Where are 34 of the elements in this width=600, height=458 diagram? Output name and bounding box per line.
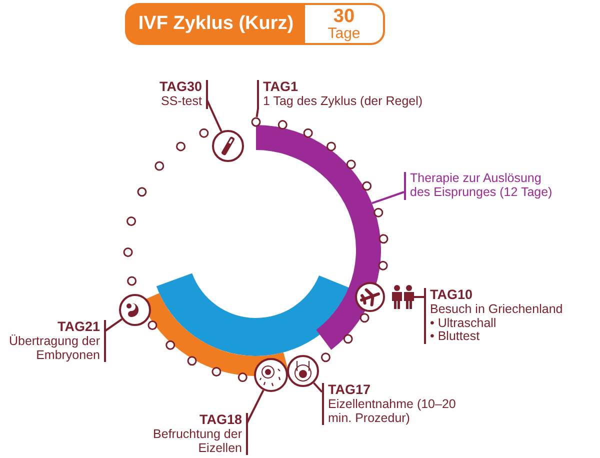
day-heading: TAG21 (56, 320, 100, 334)
day-heading: TAG18 (198, 413, 242, 428)
leader-line (256, 108, 259, 118)
event-text: 1 Tag des Zyklus (der Regel) (263, 94, 424, 109)
leader-line (246, 390, 264, 424)
day-heading: TAG1 (263, 80, 300, 95)
day-heading: TAG10 (430, 288, 474, 303)
day-heading: TAG30 (158, 80, 202, 95)
phase-band (256, 125, 381, 350)
airplane-icon (355, 282, 385, 312)
event-text: • Bluttest (430, 330, 481, 344)
egg-cell-icon (287, 355, 319, 387)
event-text: Eizellentnahme (10–20 min. Prozedur) (328, 398, 457, 426)
people-icon (392, 285, 414, 309)
event-text: Übertragung der Embryonen (8, 334, 100, 362)
unit-text: Tage (328, 26, 360, 41)
event-text: SS-test (160, 94, 202, 109)
event-text: Befruchtung der Eizellen (152, 428, 242, 456)
event-text: • Ultraschall (430, 316, 498, 330)
leader-line (372, 191, 404, 204)
leader-line (313, 382, 323, 393)
event-text: Therapie zur Auslösung des Eisprunges (12 Tage) (410, 172, 554, 200)
fertilization-icon (254, 358, 288, 392)
test-stick-icon (212, 130, 244, 162)
timeline-dot (251, 117, 261, 127)
duration-badge (303, 3, 385, 45)
leader-line (206, 100, 222, 132)
event-text: Besuch in Griechenland (430, 302, 564, 317)
title-text: IVF Zyklus (Kurz) (138, 13, 294, 35)
leader-line (414, 296, 424, 298)
day-heading: TAG17 (328, 383, 372, 398)
leader-line (104, 318, 122, 332)
day-count: 30 (333, 7, 355, 26)
embryo-icon (119, 294, 151, 326)
